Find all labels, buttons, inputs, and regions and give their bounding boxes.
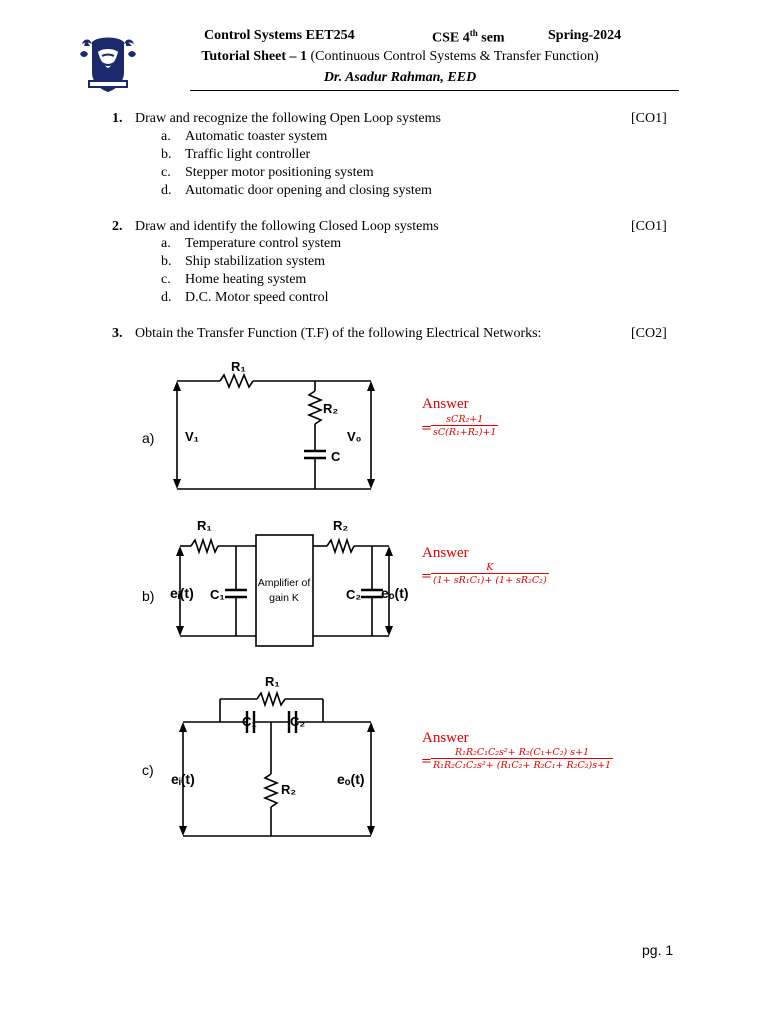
answer-a-label: Answer [422,396,469,412]
answer-c-label: Answer [422,730,469,746]
circuit-b-diagram: R₁ R₂ C₁ C₂ eᵢ(t) eₒ(t) Amplifier of gai… [170,518,409,647]
vout-label: V₀ [347,429,362,444]
answer-b-equation: = K(1+ sR₁C₁)+ (1+ sR₂C₂) [421,562,549,586]
question-1-text: Draw and recognize the following Open Lo… [135,111,441,126]
header-divider [190,90,679,91]
c1-label: C₁ [210,587,225,602]
list-item: d.D.C. Motor speed control [161,290,329,305]
circuit-b-label: b) [142,588,155,604]
eout-label: eₒ(t) [381,585,409,601]
list-item: b.Traffic light controller [161,147,311,162]
c2-label: C₂ [346,587,361,602]
list-item: c.Stepper motor positioning system [161,165,374,180]
instructor: Dr. Asadur Rahman, EED [323,70,477,85]
circuit-c-diagram: R₁ C₁ C₂ R₂ eᵢ(t) eₒ(t) [171,674,375,837]
list-item: a.Automatic toaster system [161,129,328,144]
list-item: b.Ship stabilization system [161,254,325,269]
university-logo [80,37,136,92]
answer-a-denominator: sC(R₁+R₂)+1 [431,425,499,438]
list-item: d.Automatic door opening and closing sys… [161,183,432,198]
answer-c-numerator: R₁R₂C₁C₂s²+ R₂(C₁+C₂) s+1 [454,747,590,758]
c1-label: C₁ [242,714,257,729]
question-3-co: [CO2] [631,326,667,341]
question-1-co: [CO1] [631,111,667,126]
c-label: C [331,449,341,464]
question-1-number: 1. [112,111,123,126]
ein-label: eᵢ(t) [170,585,194,601]
r2-label: R₂ [323,401,338,416]
r2-label: R₂ [281,782,296,797]
amplifier-label-1: Amplifier of [258,577,311,589]
term: Spring-2024 [548,28,622,43]
answer-b-numerator: K [486,562,494,573]
course-title: Control Systems EET254 [204,28,355,43]
question-2-co: [CO1] [631,219,667,234]
circuit-a-label: a) [142,430,155,446]
list-item: c.Home heating system [161,272,307,287]
answer-a-numerator: sCR₂+1 [446,414,484,425]
circuit-a-diagram: R₁ R₂ C V₁ V₀ [173,359,375,490]
question-2-number: 2. [112,219,123,234]
amplifier-label-2: gain K [269,592,299,604]
vin-label: V₁ [185,429,199,444]
question-2-text: Draw and identify the following Closed L… [135,219,439,234]
question-3-text: Obtain the Transfer Function (T.F) of th… [135,326,542,341]
r1-label: R₁ [231,359,246,374]
question-3-number: 3. [112,326,123,341]
circuit-c-label: c) [142,762,154,778]
page-number: pg. 1 [642,942,674,958]
r1-label: R₁ [265,674,280,689]
r2-label: R₂ [333,518,348,533]
answer-b-label: Answer [422,545,469,561]
sheet-title: Tutorial Sheet – 1 (Continuous Control S… [201,49,599,64]
ein-label: eᵢ(t) [171,771,195,787]
r1-label: R₁ [197,518,212,533]
answer-b-denominator: (1+ sR₁C₁)+ (1+ sR₂C₂) [431,573,549,586]
answer-c-denominator: R₁R₂C₁C₂s²+ (R₁C₂+ R₂C₁+ R₂C₂)s+1 [431,758,614,771]
eout-label: eₒ(t) [337,771,365,787]
list-item: a.Temperature control system [161,236,342,251]
semester: CSE 4th sem [432,28,505,46]
c2-label: C₂ [290,714,305,729]
